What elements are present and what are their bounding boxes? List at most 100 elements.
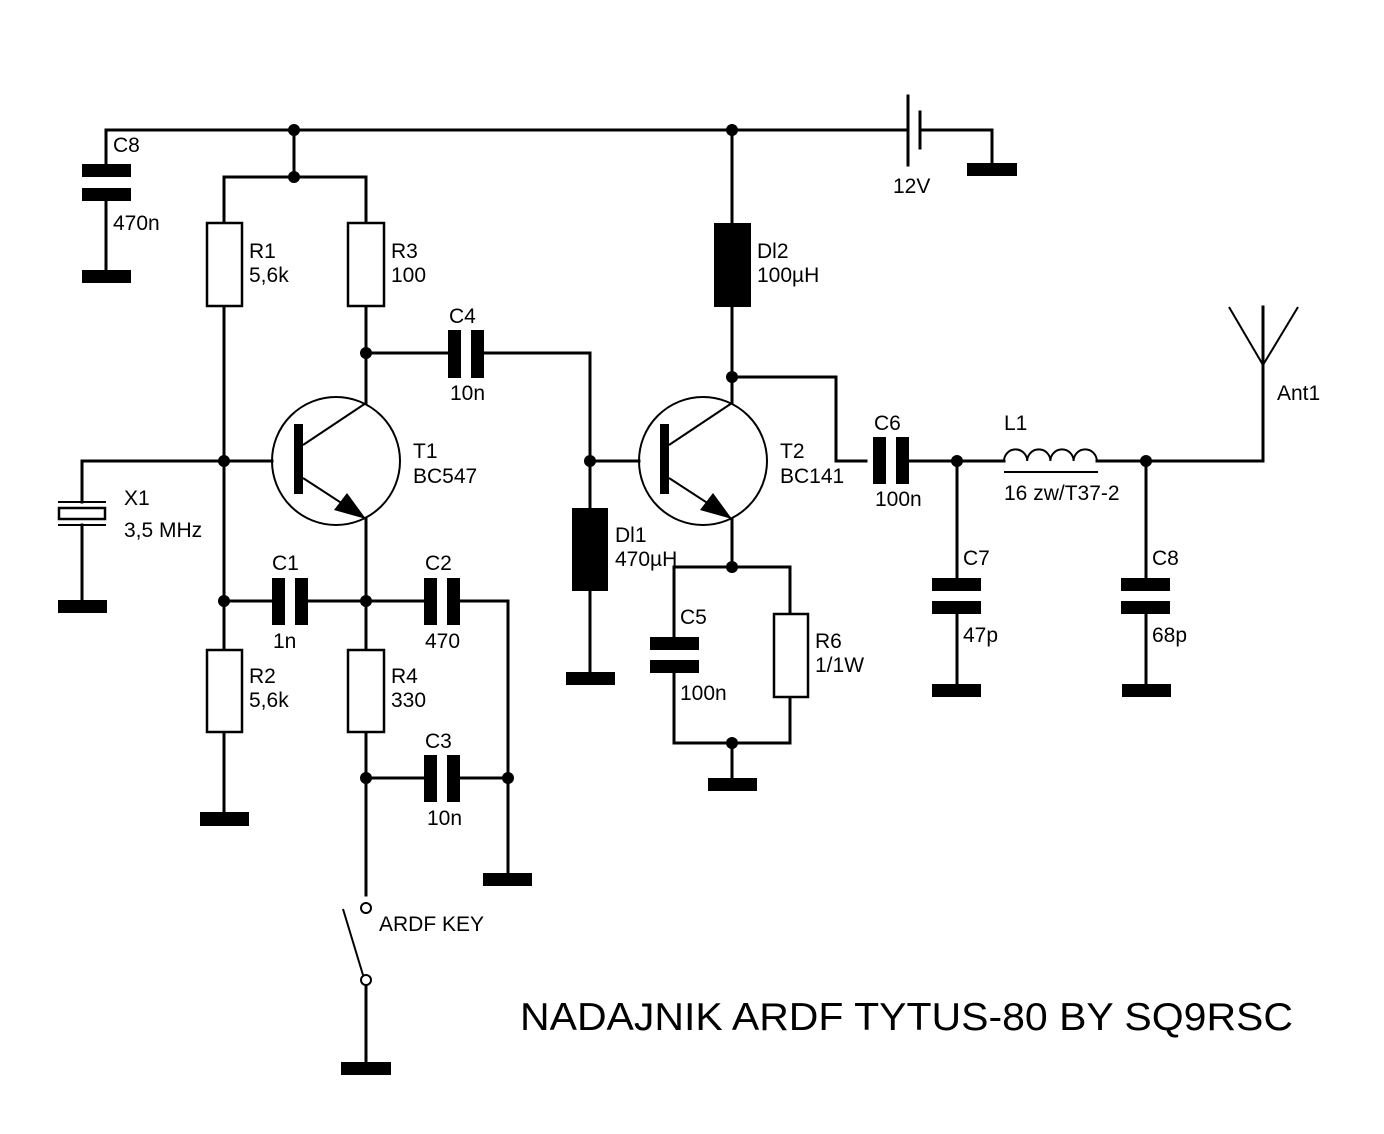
ground-icon xyxy=(1122,684,1171,697)
component-value: 330 xyxy=(391,689,426,712)
ground-icon xyxy=(932,684,981,697)
resistor-r3: R3 100 xyxy=(346,221,426,308)
ground-icon xyxy=(58,600,107,613)
resistor-icon xyxy=(346,221,386,308)
component-ref: C4 xyxy=(449,305,476,328)
capacitor-icon xyxy=(932,578,981,591)
inductor-icon xyxy=(572,508,608,591)
inductor-l1: L1 16 zw/T37-2 xyxy=(1003,412,1120,505)
capacitor-icon xyxy=(1121,578,1170,591)
component-ref: C8 xyxy=(1152,547,1179,570)
component-value: 100µH xyxy=(757,264,819,287)
ground-icon xyxy=(708,778,757,791)
component-value: BC141 xyxy=(780,465,844,488)
component-ref: L1 xyxy=(1004,412,1027,435)
component-value: BC547 xyxy=(413,465,477,488)
resistor-r4: R4 330 xyxy=(346,648,426,734)
resistor-r1: R1 5,6k xyxy=(205,221,289,308)
switch-icon xyxy=(360,902,372,914)
resistor-icon xyxy=(205,221,244,308)
component-ref: T2 xyxy=(780,440,805,463)
ground-icon xyxy=(483,873,532,886)
component-ref: C5 xyxy=(680,606,707,629)
antenna-ant1: Ant1 xyxy=(1228,305,1320,405)
coil-icon xyxy=(1003,448,1098,462)
capacitor-c8-output: C8 68p xyxy=(1121,547,1187,647)
schematic-title: NADAJNIK ARDF TYTUS-80 BY SQ9RSC xyxy=(520,996,1293,1039)
component-ref: Ant1 xyxy=(1277,382,1320,405)
ground-icon xyxy=(200,812,249,826)
component-value: 10n xyxy=(450,382,485,405)
component-value: 470 xyxy=(425,630,460,653)
ground-symbols xyxy=(58,163,1171,1075)
capacitor-icon xyxy=(272,578,285,625)
component-ref: R2 xyxy=(249,665,276,688)
component-ref: C8 xyxy=(113,134,140,157)
component-ref: C1 xyxy=(272,552,299,575)
component-ref: R1 xyxy=(249,240,276,263)
component-ref: Dl1 xyxy=(615,524,647,547)
component-value: 470n xyxy=(113,212,160,235)
inductor-icon xyxy=(714,223,751,307)
component-value: 100 xyxy=(391,264,426,287)
component-value: 68p xyxy=(1152,624,1187,647)
key-label: ARDF KEY xyxy=(379,913,484,936)
component-ref: C3 xyxy=(425,730,452,753)
ground-icon xyxy=(566,672,615,685)
resistor-icon xyxy=(346,648,386,734)
npn-transistor-icon xyxy=(271,396,401,526)
capacitor-c6: C6 100n xyxy=(873,412,922,511)
component-value: 10n xyxy=(427,807,462,830)
capacitor-icon xyxy=(448,330,461,378)
component-value: 5,6k xyxy=(249,689,289,712)
capacitor-icon xyxy=(424,578,437,625)
capacitor-c2: C2 470 xyxy=(424,552,460,653)
npn-transistor-icon xyxy=(638,396,768,526)
capacitor-icon xyxy=(82,164,131,177)
ground-icon xyxy=(82,270,131,283)
component-ref: R4 xyxy=(391,665,418,688)
component-ref: R6 xyxy=(815,630,842,653)
capacitor-c5: C5 100n xyxy=(650,606,727,705)
ardf-key-switch[interactable]: ARDF KEY xyxy=(342,902,484,986)
crystal-x1: X1 3,5 MHz xyxy=(57,487,202,542)
wires xyxy=(80,128,1265,1064)
resistor-icon xyxy=(772,612,810,699)
battery-label: 12V xyxy=(893,175,930,198)
capacitor-icon xyxy=(424,755,437,802)
component-value: 1/1W xyxy=(815,654,864,677)
transistor-t1: T1 BC547 xyxy=(271,396,477,526)
component-value: 16 zw/T37-2 xyxy=(1004,482,1120,505)
component-ref: T1 xyxy=(413,440,438,463)
component-ref: C2 xyxy=(425,552,452,575)
capacitor-c1: C1 1n xyxy=(272,552,308,653)
supply-rail xyxy=(104,128,909,165)
capacitor-c4: C4 10n xyxy=(448,305,485,405)
ground-icon xyxy=(341,1062,391,1075)
component-value: 100n xyxy=(875,488,922,511)
component-ref: Dl2 xyxy=(757,240,789,263)
component-value: 47p xyxy=(963,624,998,647)
capacitor-c7: C7 47p xyxy=(932,547,998,647)
resistor-r6: R6 1/1W xyxy=(772,612,864,699)
component-value: 5,6k xyxy=(249,264,289,287)
capacitor-c8-supply: C8 470n xyxy=(82,134,160,235)
battery-12v: 12V xyxy=(893,94,930,198)
choke-dl2: Dl2 100µH xyxy=(714,223,819,307)
capacitor-c3: C3 10n xyxy=(424,730,462,830)
transistor-t2: T2 BC141 xyxy=(638,396,844,526)
capacitor-icon xyxy=(650,637,699,650)
capacitor-icon xyxy=(873,437,886,484)
component-ref: X1 xyxy=(124,487,150,510)
component-value: 3,5 MHz xyxy=(124,519,202,542)
resistor-icon xyxy=(205,648,244,734)
component-value: 1n xyxy=(273,630,296,653)
battery-ground-wire xyxy=(919,128,994,168)
choke-dl1: Dl1 470µH xyxy=(572,508,677,591)
component-ref: C6 xyxy=(874,412,901,435)
component-ref: R3 xyxy=(391,240,418,263)
junctions xyxy=(218,124,1152,784)
resistor-r2: R2 5,6k xyxy=(205,648,289,734)
component-ref: C7 xyxy=(963,547,990,570)
